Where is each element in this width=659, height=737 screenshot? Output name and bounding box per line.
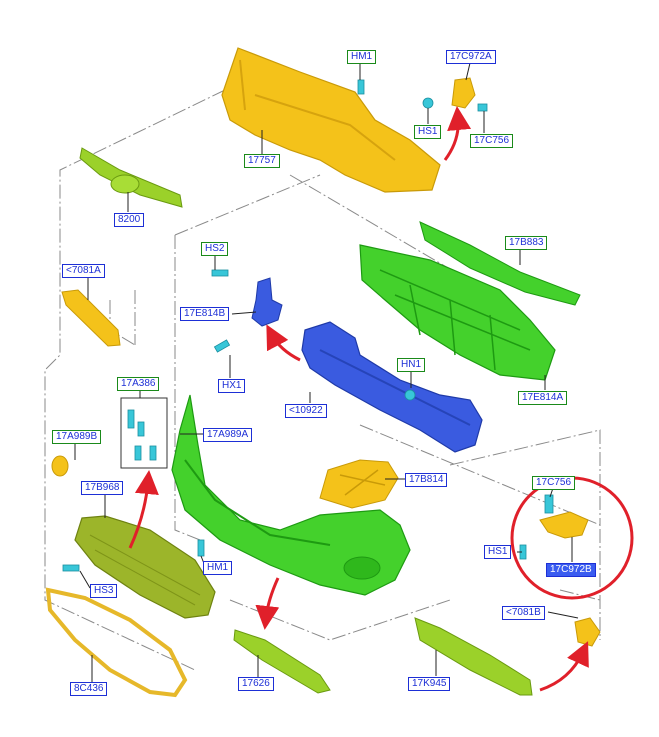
bumper-reinforcement-beam xyxy=(301,321,483,453)
label-17e814a: 17E814A xyxy=(518,391,568,405)
center-bracket xyxy=(319,459,399,509)
label-8c436: 8C436 xyxy=(70,682,108,696)
right-bracket xyxy=(574,617,601,647)
label-17b968: 17B968 xyxy=(81,481,124,495)
label-17a989b: 17A989B xyxy=(52,430,102,444)
label-hm1-bottom: HM1 xyxy=(203,561,233,575)
label-hx1: HX1 xyxy=(218,379,246,393)
label-17b814: 17B814 xyxy=(405,473,448,487)
lower-trim-strip xyxy=(233,629,331,694)
side-bracket-left xyxy=(251,277,283,327)
label-17k945: 17K945 xyxy=(408,677,451,691)
label-hm1-top: HM1 xyxy=(347,50,377,64)
lower-grille xyxy=(74,515,216,619)
bumper-absorber-frame xyxy=(359,244,556,381)
fastener-kit-box xyxy=(120,397,168,469)
lower-air-deflector xyxy=(414,617,533,696)
upper-spoiler-strip xyxy=(419,221,581,306)
assembly-arrows xyxy=(128,106,589,692)
upper-side-bracket xyxy=(451,77,476,109)
label-8200: 8200 xyxy=(114,213,145,227)
label-17c756-bottom: 17C756 xyxy=(532,476,576,490)
lower-bumper-cover xyxy=(171,394,411,596)
left-bracket xyxy=(61,289,121,347)
assembly-guide-lines xyxy=(44,89,601,671)
label-17a386: 17A386 xyxy=(117,377,160,391)
side-clip xyxy=(51,455,69,477)
label-hs1-bottom: HS1 xyxy=(484,545,512,559)
label-7081b: <7081B xyxy=(502,606,545,620)
grille-surround-ring xyxy=(45,587,188,698)
label-17757: 17757 xyxy=(244,154,280,168)
label-hn1: HN1 xyxy=(397,358,426,372)
label-hs2: HS2 xyxy=(201,242,229,256)
label-7081a: <7081A xyxy=(62,264,105,278)
label-17c756-top: 17C756 xyxy=(470,134,514,148)
label-10922: <10922 xyxy=(285,404,327,418)
label-17626: 17626 xyxy=(238,677,274,691)
label-17c972b: 17C972B xyxy=(546,563,596,577)
label-17b883: 17B883 xyxy=(505,236,548,250)
label-17a989a: 17A989A xyxy=(203,428,253,442)
fasteners xyxy=(62,79,554,572)
lower-side-bracket xyxy=(539,511,589,539)
upper-grille-strip xyxy=(79,147,183,208)
label-hs3: HS3 xyxy=(90,584,118,598)
label-17c972a: 17C972A xyxy=(446,50,496,64)
label-17e814b: 17E814B xyxy=(180,307,230,321)
label-hs1-top: HS1 xyxy=(414,125,442,139)
upper-bumper-cover xyxy=(221,47,441,193)
